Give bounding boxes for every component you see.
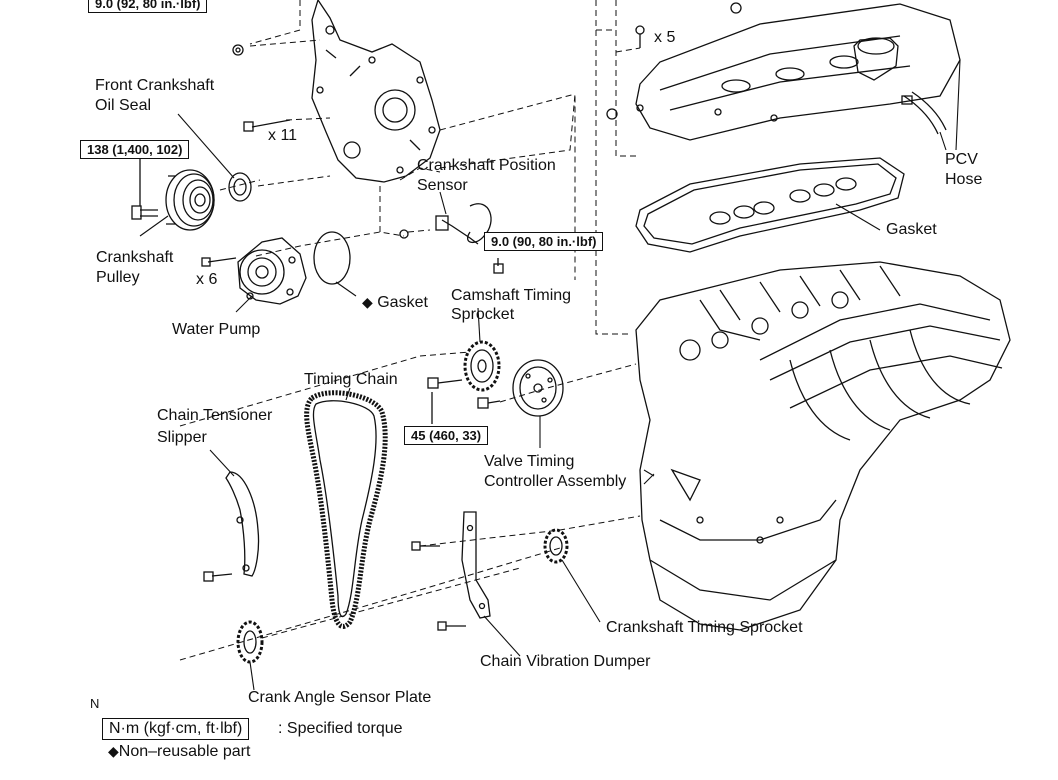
- cover-bolts: [232, 44, 291, 132]
- chain-vibration-dumper: [411, 511, 491, 631]
- torque-spec-pulley: 138 (1,400, 102): [80, 140, 190, 159]
- label-x6: x 6: [196, 271, 218, 288]
- label-pcv-hose-2: Hose: [945, 171, 983, 188]
- valve-timing-controller: [512, 359, 564, 417]
- label-crankshaft-pulley-1: Crankshaft: [96, 249, 174, 266]
- water-pump-gasket: [313, 231, 351, 285]
- label-gasket-pump: ◆ Gasket: [362, 292, 428, 313]
- label-x11: x 11: [268, 127, 298, 144]
- leader-lines: [139, 59, 961, 691]
- pulley-bolt: [131, 158, 158, 220]
- crankshaft-timing-sprocket: [543, 528, 569, 564]
- timing-chain-cover: [311, 0, 441, 183]
- crankshaft-pulley: [165, 169, 215, 231]
- label-chain-tensioner-slipper-1: Chain Tensioner: [157, 407, 273, 424]
- label-camshaft-timing-sprocket-2: Sprocket: [451, 306, 515, 323]
- timing-chain: [304, 390, 388, 629]
- legend-torque-text: : Specified torque: [278, 720, 403, 737]
- label-valve-timing-controller-1: Valve Timing: [484, 453, 575, 470]
- legend-torque-box: N·m (kgf·cm, ft·lbf): [102, 718, 250, 740]
- chain-tensioner-slipper: [203, 471, 260, 582]
- label-gasket-pump-text: Gasket: [377, 294, 428, 311]
- nonreusable-mark: ◆: [362, 294, 373, 310]
- label-crankshaft-position-sensor-1: Crankshaft Position: [417, 157, 556, 174]
- torque-spec-sensor: 9.0 (90, 80 in.·lbf): [484, 232, 604, 251]
- label-timing-chain: Timing Chain: [304, 371, 398, 388]
- label-valve-timing-controller-2: Controller Assembly: [484, 473, 627, 490]
- legend-nonreusable-text: Non–reusable part: [118, 743, 251, 760]
- label-pcv-hose-1: PCV: [945, 151, 978, 168]
- label-crankshaft-position-sensor-2: Sensor: [417, 177, 468, 194]
- oil-filler-cap: [853, 37, 899, 81]
- label-chain-vibration-dumper: Chain Vibration Dumper: [480, 653, 651, 670]
- label-crankshaft-pulley-2: Pulley: [96, 269, 140, 286]
- head-cover-gasket: [635, 157, 905, 253]
- torque-spec-top: 9.0 (92, 80 in.·lbf): [88, 0, 208, 13]
- legend-nonreusable-mark: ◆: [108, 743, 119, 759]
- label-crankshaft-timing-sprocket: Crankshaft Timing Sprocket: [606, 619, 803, 636]
- torque-spec-sprocket: 45 (460, 33): [404, 426, 489, 445]
- label-x5: x 5: [654, 29, 676, 46]
- label-front-crankshaft-oil-seal-2: Oil Seal: [95, 97, 152, 114]
- camshaft-timing-sprocket: [463, 340, 501, 392]
- label-gasket-cover: Gasket: [886, 221, 937, 238]
- sprocket-bolts: [427, 377, 501, 424]
- water-pump-bolt: [201, 257, 237, 267]
- water-pump: [237, 237, 307, 305]
- label-chain-tensioner-slipper-2: Slipper: [157, 429, 207, 446]
- label-camshaft-timing-sprocket-1: Camshaft Timing: [451, 287, 572, 304]
- engine-block: [635, 261, 1011, 631]
- label-front-crankshaft-oil-seal-1: Front Crankshaft: [95, 77, 215, 94]
- cylinder-head-cover: [635, 3, 961, 141]
- head-cover-nuts: [606, 2, 742, 120]
- label-crank-angle-sensor-plate: Crank Angle Sensor Plate: [248, 689, 432, 706]
- legend-nonreusable: ◆Non–reusable part: [108, 741, 250, 762]
- label-water-pump: Water Pump: [172, 321, 261, 338]
- corner-mark: N: [90, 696, 100, 711]
- alignment-lines: [179, 0, 641, 661]
- pcv-hose: [901, 91, 947, 135]
